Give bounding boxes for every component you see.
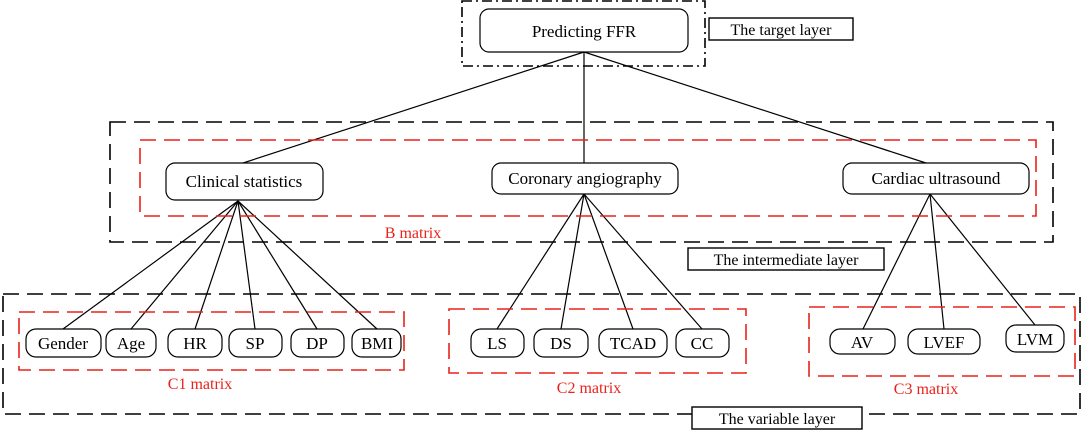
node-gender [25, 328, 102, 358]
c1-matrix-frame [18, 311, 405, 371]
edge-clinical-sp [237, 200, 256, 330]
node-lvm [1005, 324, 1065, 353]
node-gender-label: Gender [38, 334, 88, 353]
edge-clinical-gender [62, 200, 239, 330]
c1-matrix-label: C1 matrix [168, 376, 232, 393]
target-layer-label-box [708, 17, 854, 41]
edge-clinical-hr [194, 200, 239, 330]
node-age [105, 328, 157, 358]
node-bmi-label: BMI [361, 334, 393, 353]
node-hr [167, 328, 223, 358]
node-ls [470, 328, 525, 358]
node-dp [290, 328, 345, 358]
node-cc [675, 328, 730, 358]
node-age-label: Age [117, 334, 145, 353]
node-coronary-angiography-label: Coronary angiography [508, 169, 662, 188]
edge-clinical-age [130, 200, 239, 330]
edge-target-clinical [242, 51, 585, 164]
c2-matrix-frame [448, 308, 747, 374]
variable-layer-frame [2, 293, 1081, 415]
intermediate-layer-frame [109, 121, 1054, 243]
node-lvm-label: LVM [1017, 330, 1053, 349]
target-node-label: Predicting FFR [532, 22, 637, 41]
node-coronary-angiography [491, 162, 679, 195]
node-hr-label: HR [183, 334, 207, 353]
node-tcad [598, 328, 668, 358]
intermediate-layer-label: The intermediate layer [714, 252, 859, 269]
node-cardiac-ultrasound [842, 162, 1030, 195]
b-matrix-label: B matrix [385, 225, 441, 242]
node-clinical-statistics [165, 162, 324, 201]
target-layer-label: The target layer [731, 22, 833, 39]
node-cc-label: CC [691, 334, 714, 353]
target-node [479, 8, 689, 53]
node-cardiac-ultrasound-label: Cardiac ultrasound [872, 169, 1001, 188]
node-tcad-label: TCAD [610, 334, 656, 353]
c3-matrix-label: C3 matrix [894, 381, 958, 398]
node-sp [228, 328, 283, 358]
node-av-label: AV [851, 333, 874, 352]
edge-cardiac-lvef [929, 193, 945, 330]
node-dp-label: DP [306, 334, 328, 353]
node-ds-label: DS [550, 334, 572, 353]
variable-layer-label-box [691, 406, 863, 430]
edge-coronary-ls [496, 193, 585, 330]
c2-matrix-label: C2 matrix [557, 380, 621, 397]
edge-target-cardiac [583, 51, 927, 164]
b-matrix-frame [139, 139, 1037, 217]
node-sp-label: SP [246, 334, 265, 353]
node-lvef [907, 328, 981, 355]
node-lvef-label: LVEF [924, 333, 965, 352]
node-bmi [351, 328, 402, 358]
node-clinical-statistics-label: Clinical statistics [186, 172, 303, 191]
node-ls-label: LS [487, 334, 507, 353]
intermediate-layer-label-box [687, 247, 885, 271]
node-av [829, 328, 896, 355]
edge-clinical-bmi [237, 200, 378, 330]
edge-cardiac-lvm [929, 193, 1036, 326]
target-layer-frame [461, 0, 706, 67]
node-ds [533, 328, 589, 358]
edge-coronary-tcad [583, 193, 634, 330]
variable-layer-label: The variable layer [719, 411, 836, 428]
c3-matrix-frame [808, 306, 1076, 377]
edge-clinical-dp [237, 200, 318, 330]
